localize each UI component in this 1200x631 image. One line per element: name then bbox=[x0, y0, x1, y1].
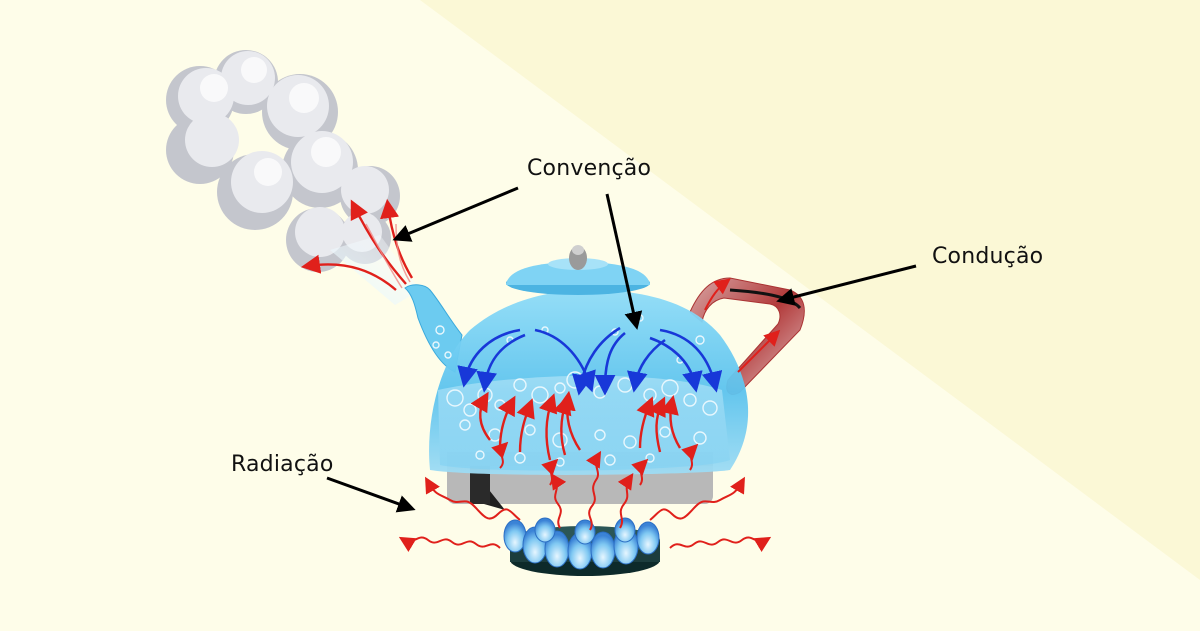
cool-convection-arrows bbox=[457, 326, 723, 396]
blue-flames-icon bbox=[503, 517, 660, 570]
label-convection: Convenção bbox=[527, 156, 652, 181]
steam-jet bbox=[330, 235, 420, 305]
label-radiation: Radiação bbox=[231, 452, 334, 477]
radiation-heat-waves bbox=[398, 441, 772, 552]
label-pointer-arrows bbox=[326, 186, 917, 513]
label-conduction: Condução bbox=[932, 244, 1044, 269]
conduction-heat-arrows bbox=[704, 278, 781, 373]
steam-cloud-icon bbox=[166, 50, 400, 272]
